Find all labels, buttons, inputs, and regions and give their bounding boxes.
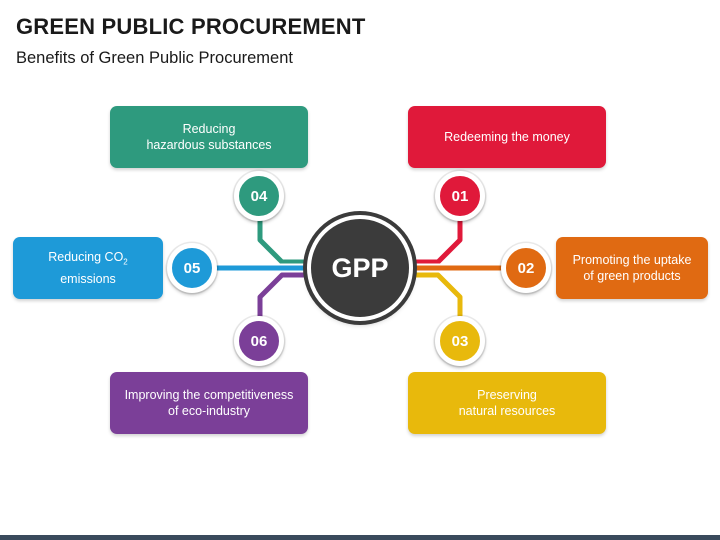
connector-06-line [257,272,318,328]
number-badge-04: 04 [234,171,284,221]
footer-bar [0,535,720,540]
benefit-box-04: Reducing hazardous substances [110,106,308,168]
benefit-text-05-b: emissions [60,271,116,286]
benefit-box-02: Promoting the uptake of green products [556,237,708,299]
benefit-text-05-sub: 2 [123,257,128,267]
benefit-text-05-a: Reducing CO [48,250,124,265]
hub-circle: GPP [307,215,413,321]
connector-03-line [402,272,463,328]
number-badge-05: 05 [167,243,217,293]
page-title: GREEN PUBLIC PROCUREMENT [16,14,366,39]
number-badge-01: 01 [435,171,485,221]
benefit-text-04: Reducing hazardous substances [146,122,272,152]
number-badge-06: 06 [234,316,284,366]
benefit-text-05: Reducing CO2 emissions [48,249,128,287]
benefit-box-01: Redeeming the money [408,106,606,168]
benefit-box-03: Preserving natural resources [408,372,606,434]
connector-04-line [257,207,318,265]
number-badge-02: 02 [501,243,551,293]
benefit-text-06: Improving the competitiveness of eco-ind… [124,388,294,418]
connector-01-line [402,207,463,265]
benefit-text-03: Preserving natural resources [458,388,556,418]
benefit-box-06: Improving the competitiveness of eco-ind… [110,372,308,434]
number-badge-03: 03 [435,316,485,366]
benefit-box-05: Reducing CO2 emissions [13,237,163,299]
benefit-text-01: Redeeming the money [444,130,570,144]
page-subtitle: Benefits of Green Public Procurement [16,49,293,67]
benefit-text-02: Promoting the uptake of green products [572,253,692,283]
